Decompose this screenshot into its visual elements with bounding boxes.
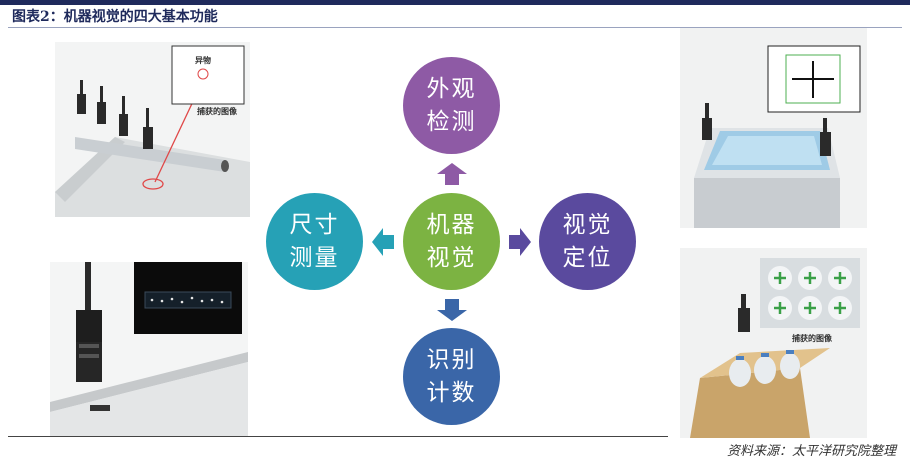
positioning-photo xyxy=(680,28,867,228)
node-left-line2: 测量 xyxy=(289,244,340,271)
node-bottom: 识别 计数 xyxy=(403,328,500,425)
figure-title: 图表2：机器视觉的四大基本功能 xyxy=(12,9,218,25)
arrow-left-icon xyxy=(372,228,394,256)
node-right-line2: 定位 xyxy=(562,244,613,271)
rod xyxy=(75,137,229,172)
node-bottom-line1: 识别 xyxy=(426,346,477,373)
foreign-matter-label: 异物 xyxy=(195,56,211,65)
title-divider xyxy=(8,27,902,28)
node-center: 机器 视觉 xyxy=(403,193,500,290)
node-right-line1: 视觉 xyxy=(562,211,613,238)
arrow-up-icon xyxy=(437,163,467,185)
node-top-line2: 检测 xyxy=(426,108,477,135)
inspection-photo: 异物 捕获的图像 xyxy=(55,42,250,217)
top-rule xyxy=(0,0,910,5)
node-top: 外观 检测 xyxy=(403,57,500,154)
node-bottom-line2: 计数 xyxy=(426,379,477,406)
arrow-right-icon xyxy=(509,228,531,256)
source-note: 资料来源：太平洋研究院整理 xyxy=(726,444,896,459)
node-center-line1: 机器 xyxy=(426,211,477,238)
node-left-line1: 尺寸 xyxy=(289,211,340,238)
node-right: 视觉 定位 xyxy=(539,193,636,290)
captured-image-label: 捕获的图像 xyxy=(792,334,832,343)
node-left: 尺寸 测量 xyxy=(266,193,363,290)
node-top-line1: 外观 xyxy=(426,75,477,102)
measurement-photo xyxy=(50,262,248,436)
captured-image-label: 捕获的图像 xyxy=(197,107,237,116)
counting-photo: 捕获的图像 xyxy=(680,248,867,438)
node-center-line2: 视觉 xyxy=(426,244,477,271)
arrow-down-icon xyxy=(437,299,467,321)
bottom-divider xyxy=(8,436,668,437)
